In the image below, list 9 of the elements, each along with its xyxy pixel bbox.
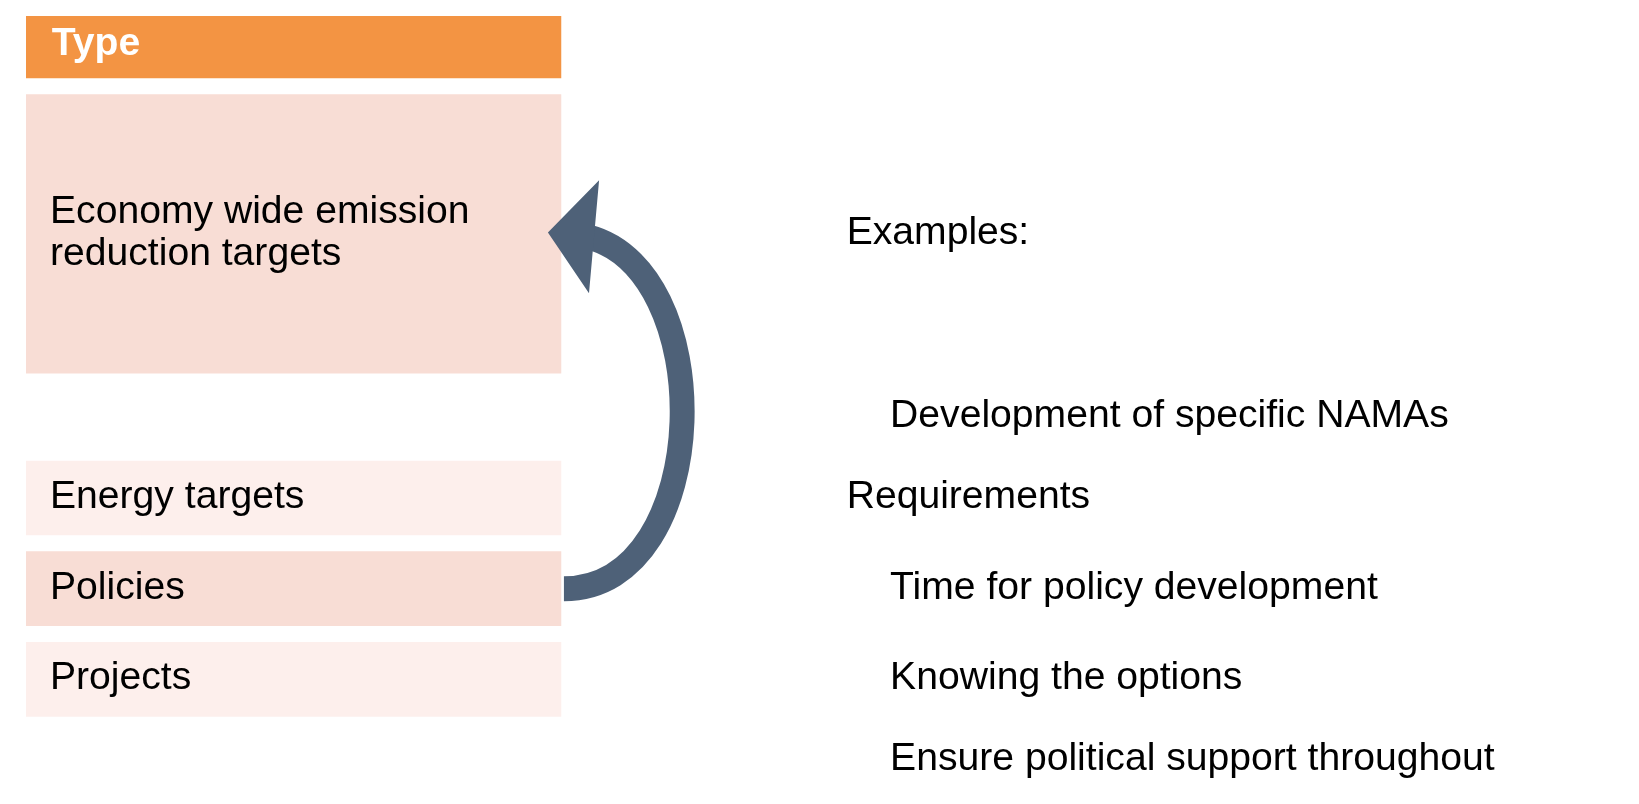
label: Examples: — [846, 208, 1029, 252]
label: Knowing the options — [889, 654, 1242, 698]
label: Time for policy development — [889, 563, 1378, 607]
label: Requirements — [846, 472, 1090, 516]
node-box: Economy wide emission reduction targets — [23, 92, 563, 376]
node-box: Policies — [23, 549, 563, 628]
node-box: Type — [23, 14, 563, 81]
label: Ensure political support throughout — [889, 735, 1495, 779]
label: Development of specific NAMAs — [889, 392, 1449, 436]
